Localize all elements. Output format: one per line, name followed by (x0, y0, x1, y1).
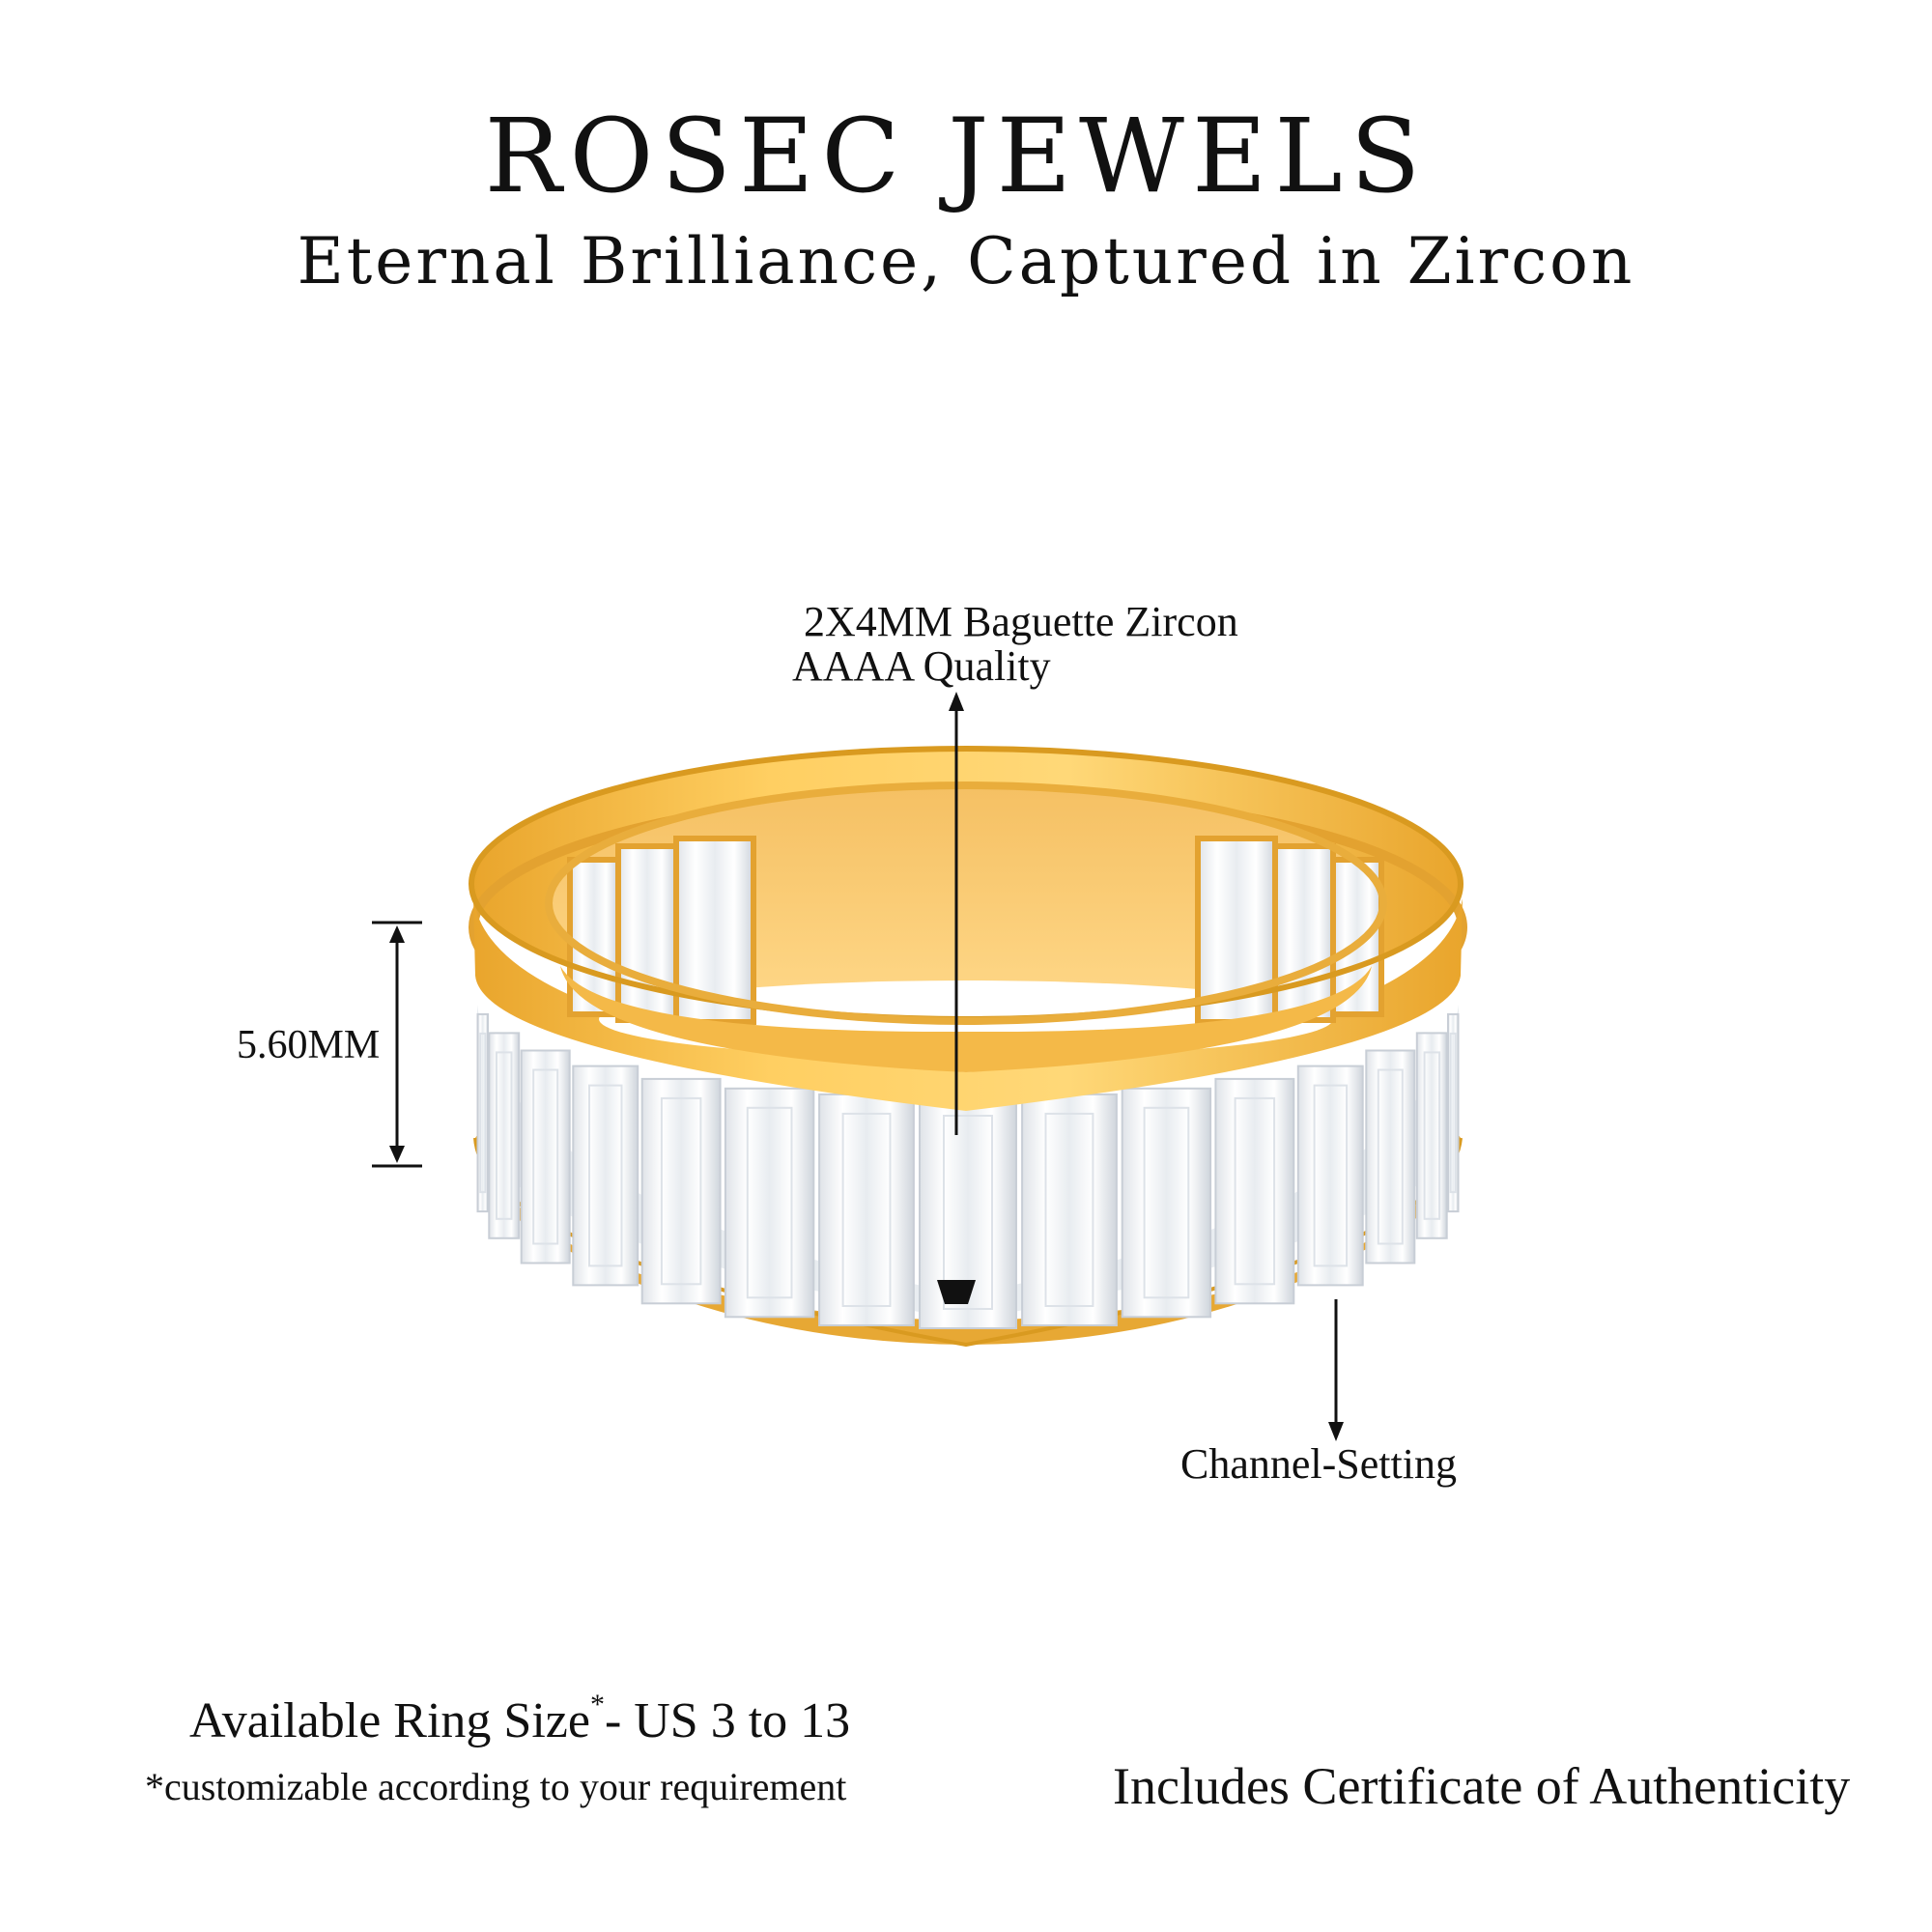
baguette-stone-facet (1423, 1051, 1441, 1220)
baguette-stone-facet (841, 1112, 892, 1308)
ring-size-label: Available Ring Size (189, 1693, 590, 1748)
baguette-stone-facet (660, 1096, 702, 1286)
stone-channel (477, 1005, 1459, 1321)
baguette-stone-facet (1449, 1032, 1457, 1194)
baguette-stone (1415, 1032, 1448, 1239)
baguette-stone (572, 1065, 639, 1287)
baguette-stone-facet (1234, 1096, 1276, 1286)
baguette-stone-facet (496, 1051, 513, 1220)
baguette-stone-facet (588, 1084, 623, 1267)
ring-size-value: - US 3 to 13 (604, 1693, 851, 1748)
baguette-stone-facet (746, 1106, 793, 1299)
stone-callout-arrow (949, 692, 964, 1135)
baguette-stone (520, 1049, 571, 1264)
ring-size-info: Available Ring Size*- US 3 to 13 (189, 1689, 851, 1749)
certificate-note: Includes Certificate of Authenticity (1113, 1757, 1851, 1815)
baguette-stone (476, 1012, 489, 1213)
width-dimension-marker (372, 921, 422, 1168)
ring-size-note: *customizable according to your requirem… (145, 1765, 847, 1808)
ring-size-asterisk: * (589, 1689, 605, 1720)
setting-label: Channel-Setting (1180, 1440, 1457, 1488)
baguette-stone (724, 1087, 815, 1319)
baguette-stone-facet (479, 1032, 487, 1194)
baguette-stones (476, 1005, 1460, 1329)
brand-title: ROSEC JEWELS (484, 97, 1429, 215)
setting-callout-arrow (1328, 1299, 1344, 1441)
baguette-stone (488, 1032, 521, 1239)
baguette-stone-facet (1044, 1112, 1094, 1308)
baguette-stone (1021, 1093, 1118, 1327)
baguette-stone-facet (532, 1068, 559, 1245)
baguette-stone (1296, 1065, 1364, 1287)
stone-spec-label: 2X4MM Baguette Zircon (804, 598, 1238, 645)
baguette-stone-facet (1143, 1106, 1190, 1299)
ring-top-rim (469, 746, 1467, 1111)
baguette-stone (1365, 1049, 1416, 1264)
baguette-stone (818, 1093, 915, 1327)
baguette-stone (1121, 1087, 1212, 1319)
baguette-stone-facet (1313, 1084, 1349, 1267)
baguette-stone (1214, 1077, 1295, 1305)
baguette-stone (1447, 1012, 1460, 1213)
baguette-stone-facet (1377, 1068, 1404, 1245)
baguette-stone (640, 1077, 722, 1305)
stone-culet-shadow (937, 1280, 976, 1304)
width-label: 5.60MM (237, 1023, 381, 1067)
brand-tagline: Eternal Brilliance, Captured in Zircon (297, 224, 1635, 298)
stone-quality-label: AAAA Quality (792, 642, 1051, 690)
baguette-stone-facet (943, 1115, 993, 1310)
